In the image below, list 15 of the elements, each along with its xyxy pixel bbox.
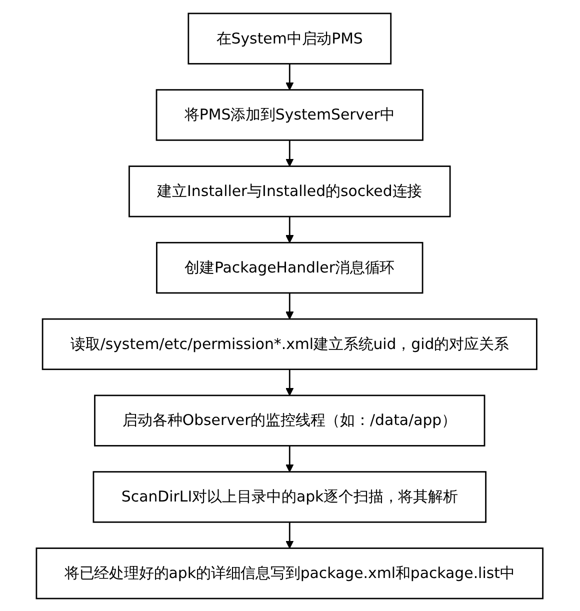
- arrow: [286, 445, 294, 472]
- arrow: [286, 522, 294, 548]
- node-box: 读取/system/etc/permission*.xml建立系统uid，gid的对应关系: [42, 318, 538, 370]
- node-box: 将PMS添加到SystemServer中: [156, 88, 424, 140]
- arrow: [286, 63, 294, 90]
- node-box: 将已经处理好的apk的详细信息写到package.xml和package.list中: [36, 547, 544, 599]
- arrow: [286, 140, 294, 166]
- node-box: 启动各种Observer的监控线程（如：/data/app）: [94, 394, 486, 446]
- arrow: [286, 368, 294, 396]
- arrow: [286, 216, 294, 242]
- node-box: 创建PackageHandler消息循环: [156, 241, 424, 294]
- node-box: 建立Installer与Installed的socked连接: [128, 165, 452, 217]
- node-box: ScanDirLI对以上目录中的apk逐个扫描，将其解析: [93, 470, 487, 522]
- node-box: 在System中启动PMS: [188, 12, 392, 64]
- arrow: [286, 292, 294, 319]
